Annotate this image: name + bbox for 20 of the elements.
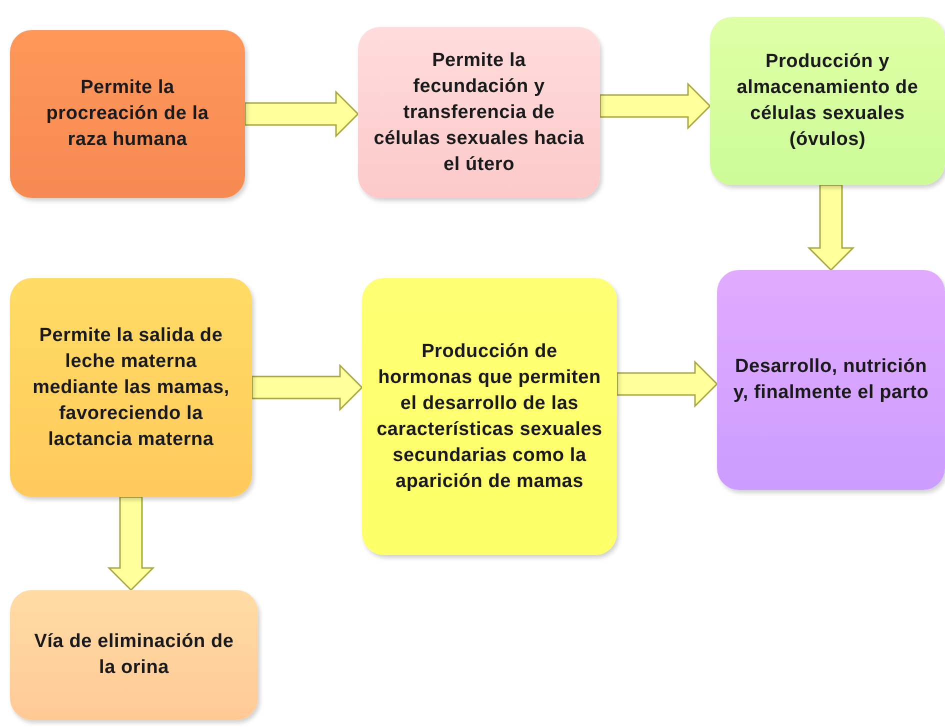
process-box: [710, 17, 945, 185]
process-box: [362, 278, 617, 555]
block-arrow: [107, 496, 155, 592]
block-arrow: [807, 184, 855, 272]
process-box: [717, 270, 945, 490]
process-box: [10, 590, 258, 720]
box-text: Producción de hormonas que permiten el desarrollo de las características sexuales secundarias como la aparición de mamas: [376, 340, 603, 494]
process-box: [10, 30, 245, 198]
block-arrow: [599, 82, 712, 130]
box-text: Vía de eliminación de la orina: [33, 630, 235, 680]
box-text: Producción y almacenamiento de células sexuales (óvulos): [736, 50, 920, 152]
box-text: Desarrollo, nutrición y, finalmente el parto: [732, 355, 930, 405]
block-arrow: [616, 360, 718, 408]
box-text: Permite la salida de leche materna mediante las mamas, favoreciendo la lactancia materna: [32, 324, 230, 452]
box-text: Permite la procreación de la raza humana: [45, 76, 210, 152]
block-arrow: [251, 364, 364, 412]
box-text: Permite la fecundación y transferencia de células sexuales hacia el útero: [372, 48, 586, 176]
process-box: [10, 278, 252, 497]
process-box: [358, 27, 600, 198]
block-arrow: [244, 90, 360, 138]
